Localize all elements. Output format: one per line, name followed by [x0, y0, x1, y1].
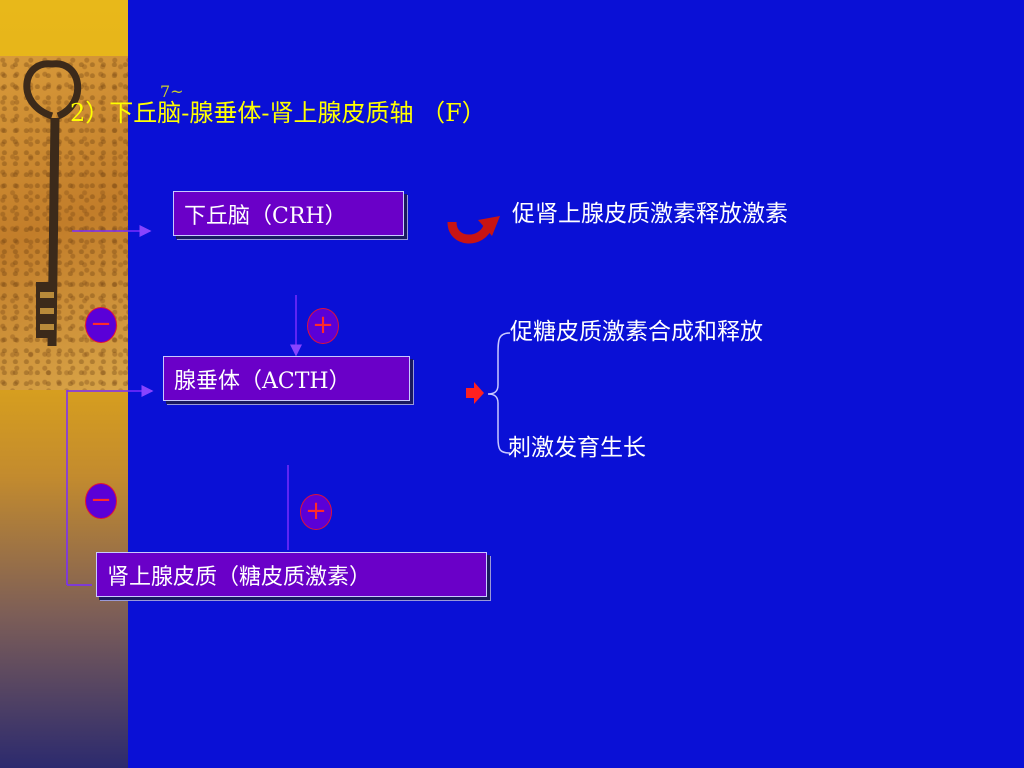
stimulate-sign-2: + — [300, 494, 332, 530]
stimulate-sign-1: + — [307, 308, 339, 344]
negative-feedback-sign-1: − — [85, 307, 117, 343]
hypothalamus-label: 下丘脑（CRH） — [184, 203, 347, 229]
pituitary-box: 腺垂体（ACTH） — [163, 356, 410, 401]
acth-effect-text-2: 刺激发育生长 — [508, 435, 646, 461]
pituitary-label: 腺垂体（ACTH） — [174, 368, 351, 394]
right-arrow-icon — [466, 382, 484, 404]
effects-brace — [487, 332, 511, 454]
crh-effect-text: 促肾上腺皮质激素释放激素 — [512, 201, 788, 227]
acth-effect-text-1: 促糖皮质激素合成和释放 — [510, 319, 763, 345]
hypothalamus-box: 下丘脑（CRH） — [173, 191, 404, 236]
adrenal-cortex-label: 肾上腺皮质（糖皮质激素） — [107, 564, 372, 590]
antique-key-icon — [23, 60, 82, 347]
adrenal-cortex-box: 肾上腺皮质（糖皮质激素） — [96, 552, 487, 597]
corner-mark: 7~ — [160, 82, 184, 101]
negative-feedback-sign-2: − — [85, 483, 117, 519]
curved-arrow-icon — [447, 216, 500, 244]
slide-title: 2）下丘脑-腺垂体-肾上腺皮质轴 （F） — [70, 99, 486, 127]
